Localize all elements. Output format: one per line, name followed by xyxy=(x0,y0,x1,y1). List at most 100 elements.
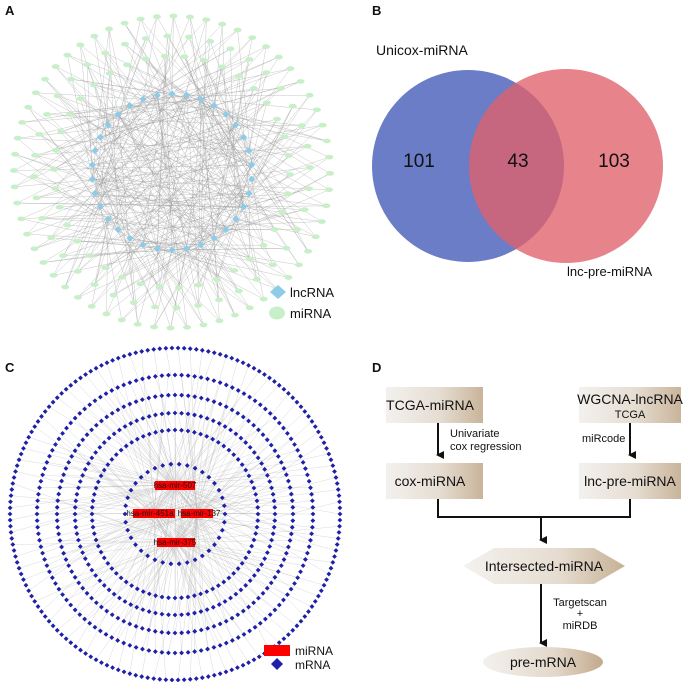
network-edge xyxy=(135,484,176,627)
mrna-node xyxy=(260,590,266,596)
mrna-node xyxy=(172,630,178,636)
mrna-node xyxy=(333,548,339,553)
mirna-node xyxy=(86,253,95,258)
network-edge xyxy=(203,60,244,207)
mrna-node xyxy=(199,553,205,559)
mrna-node xyxy=(305,472,310,478)
mrna-node xyxy=(335,487,341,492)
lncrna-node xyxy=(240,203,248,211)
mrna-node xyxy=(310,511,316,517)
mrna-node xyxy=(217,642,223,648)
network-edge xyxy=(91,429,155,514)
network-edge xyxy=(235,218,289,278)
network-edge xyxy=(184,56,202,100)
wgcna-lncrna-label: WGCNA-lncRNA xyxy=(577,391,683,407)
network-edge xyxy=(69,99,201,115)
mrna-node xyxy=(66,563,72,569)
mrna-node xyxy=(276,602,282,608)
mirna-node xyxy=(13,200,22,206)
network-edge xyxy=(116,512,198,574)
mrna-node xyxy=(181,345,187,351)
mrna-node xyxy=(88,368,94,374)
mrna-node xyxy=(166,612,171,618)
mrna-node xyxy=(82,466,88,472)
mrna-node xyxy=(302,409,308,414)
mrna-node xyxy=(77,544,83,549)
lncrna-node xyxy=(139,241,147,249)
network-edge xyxy=(74,450,177,543)
mrna-node xyxy=(117,427,122,433)
mrna-node xyxy=(121,353,127,359)
mirna-node xyxy=(183,324,192,330)
mrna-node xyxy=(288,436,294,442)
mrna-node xyxy=(16,457,22,463)
mrna-node xyxy=(133,644,139,650)
network-edge xyxy=(175,427,284,543)
mrna-node xyxy=(215,583,221,589)
lncrna-node xyxy=(104,215,112,223)
network-edge xyxy=(196,475,268,514)
mrna-node xyxy=(36,531,41,537)
mrna-node xyxy=(101,555,107,561)
network-edge xyxy=(251,179,322,222)
network-edge xyxy=(34,179,252,249)
mrna-node xyxy=(251,365,257,371)
network-edge xyxy=(17,164,93,204)
mrna-node xyxy=(88,654,94,660)
mrna-node xyxy=(133,378,139,384)
mrna-node xyxy=(14,463,20,469)
network-edge xyxy=(171,88,255,251)
mrna-node xyxy=(326,571,332,577)
mrna-node xyxy=(69,454,75,459)
mrna-node xyxy=(211,350,217,356)
mrna-node xyxy=(157,676,163,682)
network-edge xyxy=(105,244,144,268)
network-edge xyxy=(107,484,176,564)
network-edge xyxy=(175,541,238,615)
mrna-node xyxy=(109,410,115,416)
mrna-node xyxy=(217,621,223,627)
mrna-node xyxy=(309,498,315,504)
mrna-node xyxy=(73,498,79,504)
network-edge xyxy=(149,512,198,594)
mrna-node xyxy=(35,419,41,424)
mirna-node xyxy=(284,153,293,158)
network-edge xyxy=(105,512,198,635)
mrna-node xyxy=(133,480,138,486)
mrna-node xyxy=(127,351,133,357)
network-edge xyxy=(153,430,189,514)
mrna-node xyxy=(109,566,115,571)
intersected-mirna-diamond xyxy=(463,548,625,584)
mrna-node xyxy=(300,563,306,569)
mrna-node xyxy=(251,657,257,663)
mirna-node xyxy=(212,276,221,282)
mrna-node xyxy=(212,480,217,486)
network-edge xyxy=(100,37,253,207)
mrna-node xyxy=(146,414,152,419)
network-edge xyxy=(200,88,255,245)
mrna-node xyxy=(139,674,145,679)
mrna-node xyxy=(206,474,212,480)
mrna-node xyxy=(99,363,104,368)
mrna-node xyxy=(69,569,75,574)
mrna-node xyxy=(103,631,109,637)
network-edge xyxy=(143,88,281,100)
mrna-node xyxy=(127,671,133,677)
network-edge xyxy=(94,193,134,303)
mrna-node xyxy=(78,647,83,653)
network-edge xyxy=(196,411,305,514)
network-edge xyxy=(41,484,176,612)
mrna-node xyxy=(205,397,211,403)
mrna-node xyxy=(56,586,62,592)
mirna-node xyxy=(32,195,41,201)
hub-label-mir-137: hsa-mir-137 xyxy=(178,509,221,518)
wgcna-lncrna-box xyxy=(579,387,681,423)
mirna-hub-nodes: hsa-mir-507 hsa-mir-451a hsa-mir-137 hsa… xyxy=(126,481,221,547)
network-edge xyxy=(248,106,293,194)
mirna-node xyxy=(105,26,114,32)
mrna-node xyxy=(175,345,181,351)
mrna-node xyxy=(198,395,204,401)
mrna-node xyxy=(134,604,140,610)
mrna-node xyxy=(39,609,44,614)
mirna-node xyxy=(303,143,312,149)
